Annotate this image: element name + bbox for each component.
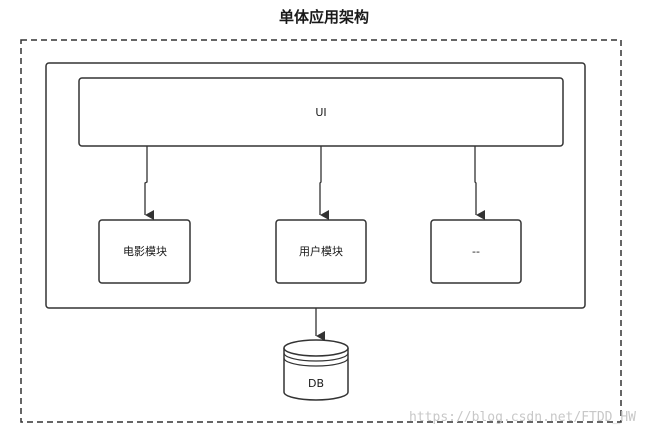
- database-cylinder: [283, 339, 349, 401]
- other-module-box: [430, 219, 522, 284]
- arrow-ui-to-movie-module: [144, 146, 154, 220]
- user-module-box: [275, 219, 367, 284]
- diagram-title: 单体应用架构: [279, 8, 369, 26]
- ui-label: UI: [315, 106, 326, 119]
- watermark-url: https://blog.csdn.net/FTDD_HW: [409, 410, 636, 425]
- arrow-ui-to-other-module: [474, 146, 485, 220]
- db-label: DB: [308, 377, 324, 390]
- other-module-label: --: [472, 245, 480, 258]
- arrow-ui-to-user-module: [319, 146, 329, 220]
- movie-module-box: [98, 219, 191, 284]
- user-module-label: 用户模块: [299, 244, 343, 258]
- movie-module-label: 电影模块: [123, 245, 167, 258]
- outer-dashed-boundary: [20, 39, 622, 423]
